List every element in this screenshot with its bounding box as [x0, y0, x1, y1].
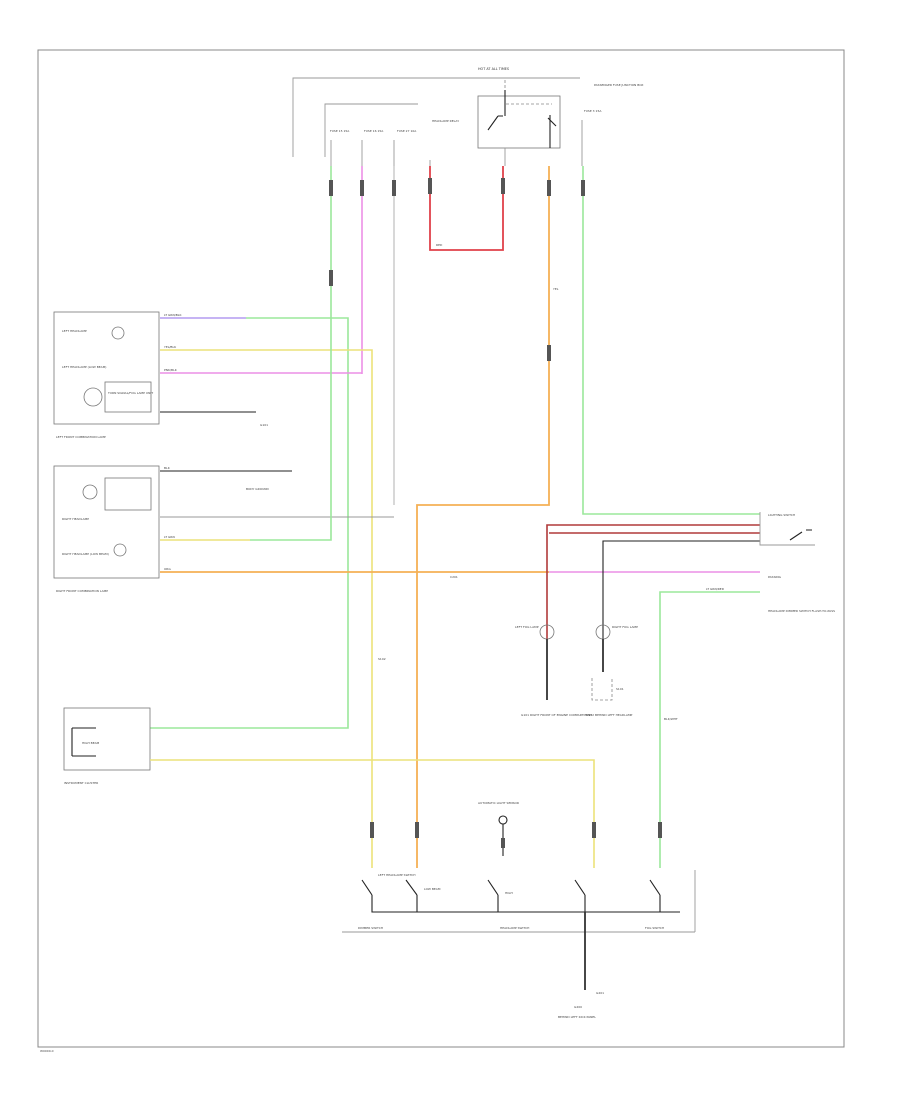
right-highbeam-label: RIGHT HEADLAMP — [62, 517, 89, 521]
high-switch-label: HIGH — [505, 891, 513, 895]
connector-c3 — [329, 180, 333, 196]
fuse-15-label: FUSE 15 15A — [330, 129, 350, 133]
headlamp-switch-label: HEADLAMP SWITCH — [500, 926, 529, 930]
lighting-switch-label: LIGHTING SWITCH — [768, 513, 795, 517]
wire-code-2: YEL/BLK — [164, 345, 177, 349]
fuse-27-label: FUSE 27 10A — [397, 129, 417, 133]
wire-relay-red-loop — [429, 166, 504, 251]
turn-unit-label: TURN SIGNAL/FOG LAMP UNIT — [107, 391, 153, 395]
left-lowbeam-label: LEFT HEADLAMP (LOW BEAM) — [62, 365, 106, 369]
instrument-cluster-group: HIGH BEAM INSTRUMENT CLUSTER — [63, 707, 151, 785]
fuse-junction-area: HOT AT ALL TIMES PASSENGER FUSE JUNCTION… — [292, 67, 643, 166]
wire-code-9: BLK/WHT — [664, 717, 678, 721]
ground-note-a: G101 RIGHT FRONT OF ENGINE COMPARTMENT — [521, 713, 592, 717]
lighting-switch-group: LIGHTING SWITCH PASSING HEADLAMP DIMMER … — [759, 512, 835, 613]
wire-code-5: LT GRN — [164, 535, 175, 539]
wire-fog-darkred-1 — [546, 524, 760, 639]
connector-c1 — [428, 178, 432, 194]
wire-code-7: RED — [436, 243, 443, 247]
ground-note-b: G102 BEHIND LEFT HEADLAMP — [586, 713, 633, 717]
left-highbeam-label: LEFT HEADLAMP — [62, 329, 87, 333]
connector-c2 — [501, 178, 505, 194]
left-front-lamp-group: LEFT HEADLAMP LEFT HEADLAMP (LOW BEAM) T… — [53, 311, 160, 439]
connector-c6 — [547, 180, 551, 196]
bottom-ground-note: BEHIND LEFT KICK PANEL — [558, 1015, 596, 1019]
right-lowbeam-label: RIGHT HEADLAMP (LOW BEAM) — [62, 552, 109, 556]
right-front-lamp-label: RIGHT FRONT COMBINATION LAMP — [56, 589, 108, 593]
wire-code-8: YEL — [553, 287, 559, 291]
wire-cluster-yellow — [150, 759, 595, 845]
connector-c7 — [581, 180, 585, 196]
fog-switch-label: FOG SWITCH — [645, 926, 664, 930]
wire-code-1: LT GRN/BLK — [164, 313, 182, 317]
instrument-cluster-label: INSTRUMENT CLUSTER — [64, 781, 98, 785]
passing-label: PASSING — [768, 575, 782, 579]
connector-c4 — [360, 180, 364, 196]
left-headlamp-switch-label: LEFT HEADLAMP SWITCH — [378, 873, 415, 877]
wire-dimmer-green — [659, 591, 760, 845]
wire-green-right-trunk — [582, 166, 760, 515]
wire-orange-trunk — [416, 166, 550, 845]
connector-c201-label: C201 — [450, 575, 458, 579]
fuse-3-label: FUSE 3 15A — [584, 109, 602, 113]
low-beam-switch-label: LOW BEAM — [424, 887, 441, 891]
splice-s102-label: S102 — [378, 657, 386, 661]
dimmer-switch-label: DIMMER SWITCH — [358, 926, 383, 930]
connector-c8 — [547, 345, 551, 361]
footer-code: W0000-0 — [40, 1049, 54, 1053]
wire-fog-black-2 — [602, 540, 760, 639]
fuse-16-label: FUSE 16 15A — [364, 129, 384, 133]
passenger-fuse-box-label: PASSENGER FUSE JUNCTION BOX — [594, 83, 643, 87]
right-front-lamp-group: RIGHT HEADLAMP RIGHT HEADLAMP (LOW BEAM)… — [53, 465, 160, 593]
ground-g200-label: G201 — [596, 991, 604, 995]
headlamp-relay-label: HEADLAMP RELAY — [432, 119, 459, 123]
bottom-ground-label: G200 — [574, 1005, 582, 1009]
wire-code-10: LT GRN/RED — [706, 587, 725, 591]
fog-lamp-group: LEFT FOG LAMP RIGHT FOG LAMP G101 RIGHT … — [450, 524, 760, 717]
left-front-lamp-label: LEFT FRONT COMBINATION LAMP — [56, 435, 106, 439]
connector-c9 — [329, 270, 333, 286]
wire-code-6: ORG — [164, 567, 171, 571]
splice-s101-label: S101 — [616, 687, 624, 691]
wire-right-highbeam-green — [250, 318, 332, 541]
body-ground-label: BODY GROUND — [246, 487, 270, 491]
wire-code-4: BLK — [164, 466, 171, 470]
right-fog-lamp-label: RIGHT FOG LAMP — [612, 625, 638, 629]
wire-left-highbeam-green — [150, 317, 349, 729]
ground-g101-label: G101 — [260, 423, 268, 427]
switch-bank-group: AUTOMATIC LIGHT SENSOR LEFT HEADLAMP SWI… — [342, 657, 696, 1019]
dimmer-flash-label: HEADLAMP DIMMER SWITCH FLASH-TO-PASS — [768, 609, 835, 613]
battery-hot-label: HOT AT ALL TIMES — [478, 67, 509, 71]
auto-light-sensor-label: AUTOMATIC LIGHT SENSOR — [478, 801, 519, 805]
diagram-frame — [37, 49, 845, 1048]
high-beam-indicator-label: HIGH BEAM — [82, 741, 100, 745]
connector-c5 — [392, 180, 396, 196]
wire-code-3: PNK/BLK — [164, 368, 178, 372]
left-fog-lamp-label: LEFT FOG LAMP — [515, 625, 539, 629]
wire-left-lowbeam — [160, 349, 373, 845]
